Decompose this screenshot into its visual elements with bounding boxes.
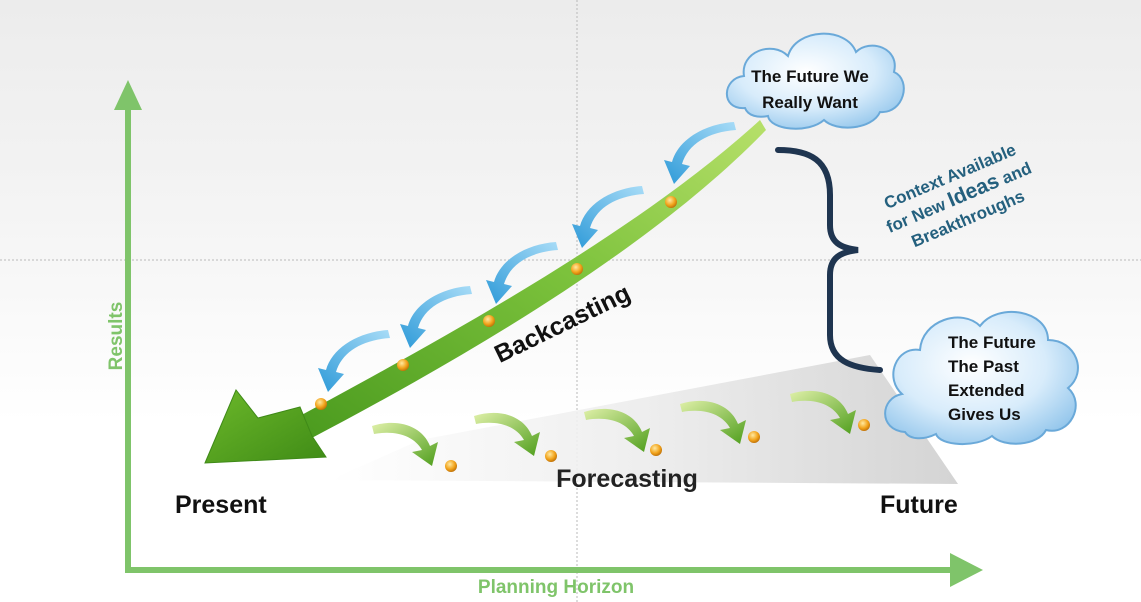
forecasting-arrows <box>372 390 870 472</box>
x-axis <box>125 553 983 587</box>
milestone-dot <box>483 315 495 327</box>
cloud-top-line2: Really Want <box>762 93 858 112</box>
green-arrow <box>372 422 438 466</box>
y-axis <box>114 80 142 573</box>
blue-arrow <box>572 186 644 248</box>
cloud-future-past-extended <box>884 311 1079 446</box>
blue-arrow <box>400 286 472 348</box>
curly-brace <box>775 147 883 373</box>
milestone-dot <box>665 196 677 208</box>
x-axis-arrowhead <box>950 553 983 587</box>
green-arrow <box>680 400 746 444</box>
green-arrow <box>790 390 856 434</box>
backcasting-arrow <box>204 120 766 464</box>
blue-curved-arrows <box>318 122 736 392</box>
milestone-dot <box>397 359 409 371</box>
backcasting-dots <box>315 196 677 410</box>
context-annotation: Context Available for New Ideas and Brea… <box>881 140 1034 251</box>
y-axis-arrowhead <box>114 80 142 110</box>
milestone-dot <box>315 398 327 410</box>
cloud-top-line1: The Future We <box>751 67 869 86</box>
forecast-dot <box>858 419 870 431</box>
cloud-future-we-want <box>726 32 905 130</box>
forecast-dot <box>545 450 557 462</box>
forecast-dot <box>445 460 457 472</box>
green-arrow <box>474 412 540 456</box>
blue-arrow <box>664 122 736 184</box>
forecast-dot <box>650 444 662 456</box>
present-label: Present <box>175 491 267 519</box>
cloud-bottom-line3: Extended <box>948 381 1025 400</box>
forecasting-label: Forecasting <box>556 465 698 493</box>
x-axis-label: Planning Horizon <box>478 577 634 598</box>
forecast-dot <box>748 431 760 443</box>
y-axis-label: Results <box>106 302 127 371</box>
forecast-plane <box>330 355 958 484</box>
blue-arrow <box>486 242 558 304</box>
blue-arrow <box>318 330 390 392</box>
cloud-bottom-line2: The Past <box>948 357 1019 376</box>
milestone-dot <box>571 263 583 275</box>
green-arrow <box>584 408 650 452</box>
future-label: Future <box>880 491 958 519</box>
cloud-bottom-line1: The Future <box>948 333 1036 352</box>
cloud-bottom-line4: Gives Us <box>948 405 1021 424</box>
